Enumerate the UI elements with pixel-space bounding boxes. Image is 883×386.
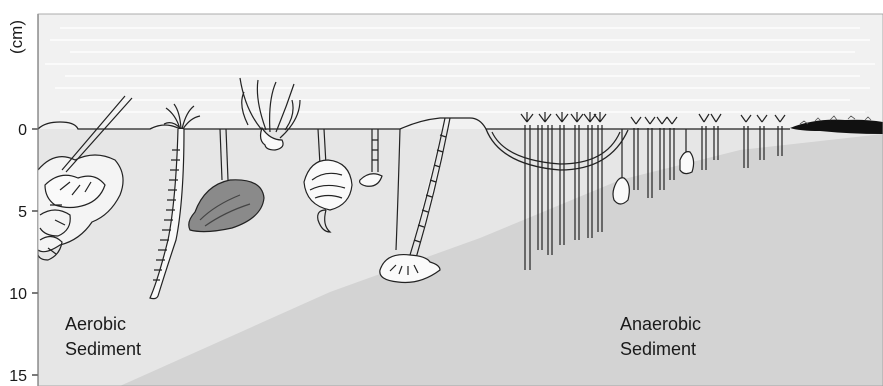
depth-axis [32,14,38,386]
axis-unit-label: (cm) [7,20,26,54]
anaerobic-label-line2: Sediment [620,339,696,359]
aerobic-label-line1: Aerobic [65,314,126,334]
tick-label-15: 15 [9,368,27,385]
tick-label-0: 0 [18,122,27,139]
tick-label-5: 5 [18,204,27,221]
tick-label-10: 10 [9,286,27,303]
anaerobic-label-line1: Anaerobic [620,314,701,334]
aerobic-label-line2: Sediment [65,339,141,359]
